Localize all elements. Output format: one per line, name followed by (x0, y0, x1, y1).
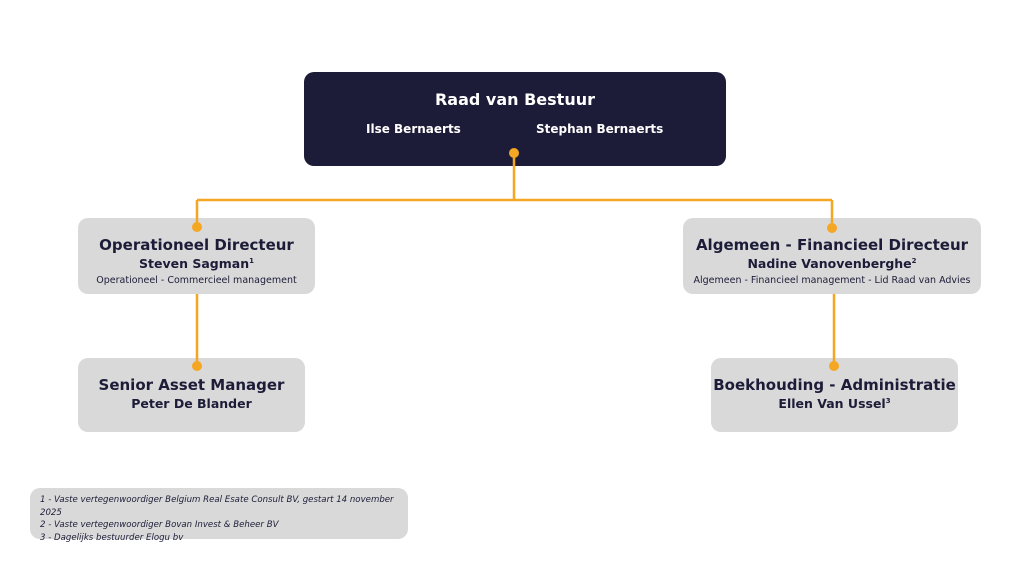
footnote-ref: 3 (885, 396, 891, 405)
node-role: Boekhouding - Administratie (713, 376, 956, 394)
board-box: Raad van Bestuur Ilse Bernaerts Stephan … (304, 72, 726, 166)
board-member: Ilse Bernaerts (366, 122, 461, 136)
board-title: Raad van Bestuur (434, 90, 595, 109)
node-financieel-directeur: Algemeen - Financieel Directeur Nadine V… (683, 218, 981, 294)
node-boekhouding: Boekhouding - Administratie Ellen Van Us… (711, 358, 958, 432)
footnote-ref: 2 (911, 256, 917, 265)
footnotes-box: 1 - Vaste vertegenwoordiger Belgium Real… (30, 488, 408, 543)
node-description: Operationeel - Commercieel management (96, 275, 297, 286)
node-name: Steven Sagman1 (78, 256, 315, 271)
node-name: Nadine Vanovenberghe2 (683, 256, 981, 271)
node-operationeel-directeur: Operationeel Directeur Steven Sagman1 Op… (78, 218, 315, 294)
footnote: 1 - Vaste vertegenwoordiger Belgium Real… (40, 495, 394, 518)
node-name: Peter De Blander (131, 396, 252, 411)
node-senior-asset-manager: Senior Asset Manager Peter De Blander (78, 358, 305, 432)
node-name-text: Ellen Van Ussel (778, 396, 886, 411)
node-role: Operationeel Directeur (99, 236, 294, 254)
node-name-text: Nadine Vanovenberghe (747, 256, 912, 271)
footnote: 2 - Vaste vertegenwoordiger Bovan Invest… (40, 520, 279, 530)
board-member: Stephan Bernaerts (536, 122, 664, 136)
node-role: Algemeen - Financieel Directeur (695, 236, 969, 254)
footnote-ref: 1 (249, 256, 254, 265)
node-role: Senior Asset Manager (98, 376, 285, 394)
node-description: Algemeen - Financieel management - Lid R… (693, 275, 971, 286)
footnote: 3 - Dagelijks bestuurder Elogu bv (40, 532, 184, 543)
node-name: Ellen Van Ussel3 (711, 396, 958, 411)
node-name-text: Steven Sagman (139, 256, 250, 271)
